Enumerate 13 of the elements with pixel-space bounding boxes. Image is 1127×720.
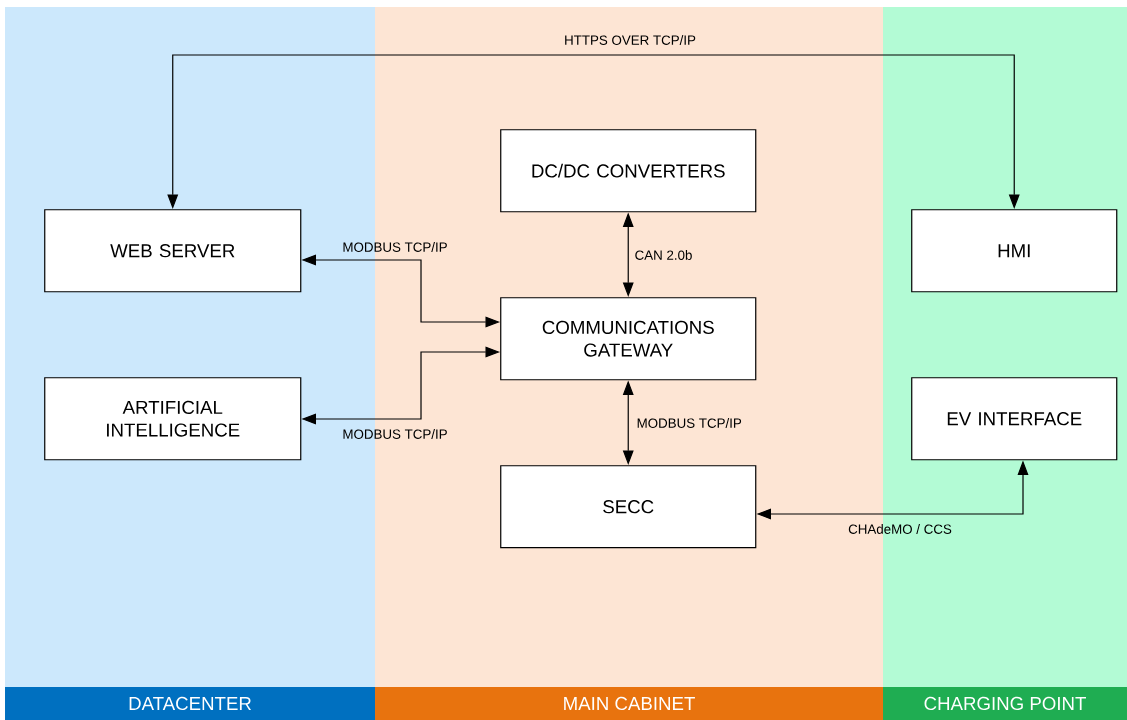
process-box: WEB SERVER (44, 209, 302, 293)
process-box: ARTIFICIAL INTELLIGENCE (44, 377, 302, 461)
process-box: EV INTERFACE (911, 377, 1118, 461)
process-box: DC/DC CONVERTERS (500, 129, 757, 213)
edge-label: MODBUS TCP/IP (343, 429, 447, 439)
process-box: SECC (500, 465, 757, 549)
edge-label: MODBUS TCP/IP (637, 418, 742, 428)
process-box: COMMUNICATIONS GATEWAY (500, 297, 757, 381)
process-box: HMI (911, 209, 1118, 293)
edge-label: CAN 2.0b (635, 250, 692, 260)
edge-label: CHAdeMO / CCS (848, 524, 952, 534)
edge-label: MODBUS TCP/IP (343, 242, 447, 252)
edge-label: HTTPS OVER TCP/IP (565, 35, 696, 45)
